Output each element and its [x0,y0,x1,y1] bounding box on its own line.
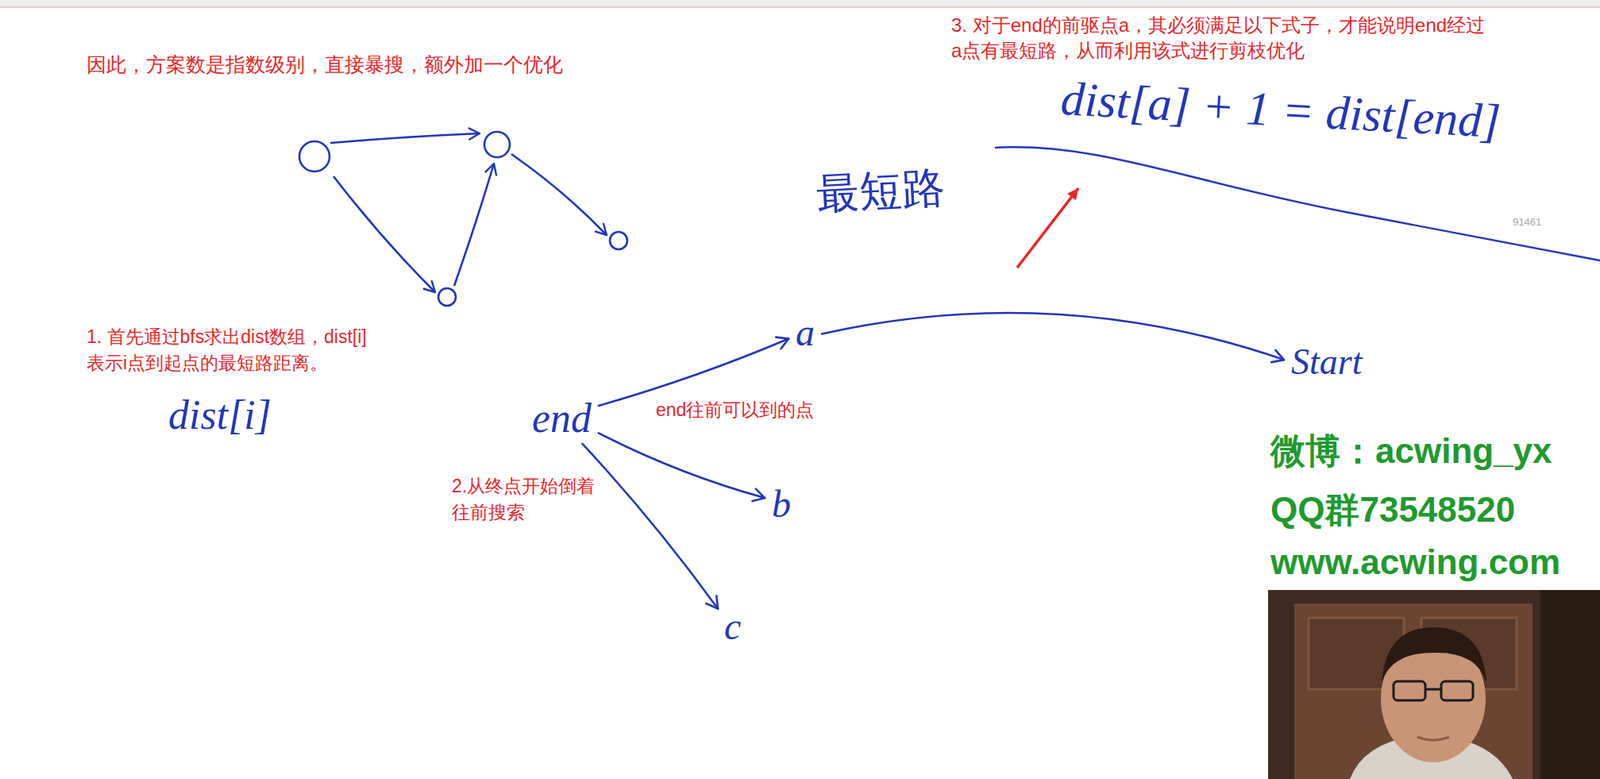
channel-watermark: 微博：acwing_yx [1270,430,1553,473]
graph-vertex [299,141,330,172]
handwritten-formula: dist[a] + 1 = dist[end] [1059,69,1502,151]
graph-node: Start [1286,341,1367,383]
node-label: c [724,606,741,647]
channel-watermark: QQ群73548520 [1270,489,1516,532]
note-text: 因此，方案数是指数级别，直接暴搜，额外加一个优化 [86,52,563,77]
node-label: b [771,484,791,525]
graph-vertex [609,231,628,250]
handwritten-formula: dist[i] [168,390,272,440]
top-bar [0,0,1600,8]
node-label: a [795,312,815,353]
node-label: end [532,397,592,441]
graph-edge [333,176,436,293]
handwritten-note: 最短路 [814,161,946,220]
webcam-picture [1268,589,1600,779]
graph-node: b [767,482,796,526]
graph-edge [330,133,480,143]
note-text: end往前可以到的点 [655,399,814,422]
channel-watermark: www.acwing.com [1270,541,1561,584]
top-bar-line [0,7,1600,8]
note-text: 2.从终点开始倒着 往前搜索 [451,473,599,527]
arrow-connector [582,443,719,610]
pointer-arrow [1017,188,1079,268]
graph-edge [454,163,494,286]
note-text: 3. 对于end的前驱点a，其必须满足以下式子，才能说明end经过 a点有最短路… [951,12,1555,65]
graph-node: end [527,395,597,443]
arrow-connector [821,312,1284,360]
note-text: 1. 首先通过bfs求出dist数组，dist[i] 表示i点到起点的最短路距离… [86,323,428,378]
arrow-connector [598,339,789,406]
underline-curve [994,146,1600,261]
node-label: Start [1291,343,1362,382]
graph-vertex [484,131,510,158]
example-graph [299,131,628,306]
graph-node: a [790,311,820,355]
graph-node: c [719,605,746,648]
watermark-number: 91461 [1512,215,1542,229]
graph-edge [511,154,607,236]
graph-vertex [438,288,456,306]
